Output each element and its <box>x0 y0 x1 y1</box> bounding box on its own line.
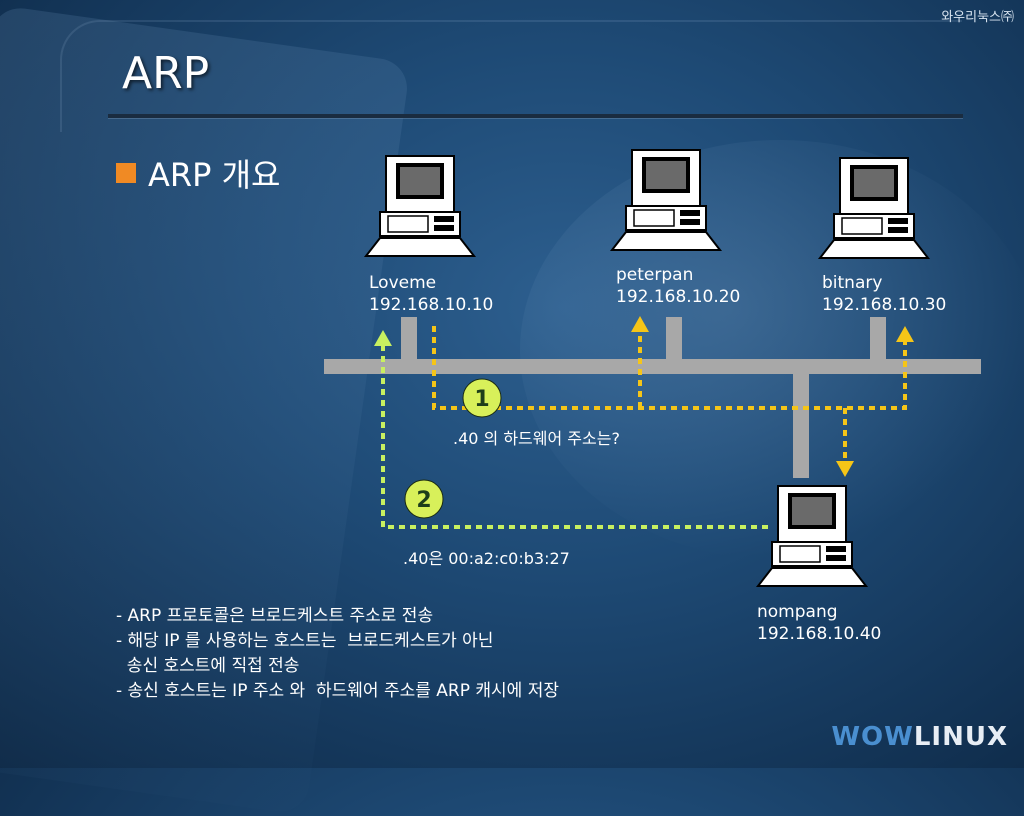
arrow-down-nompang-icon <box>836 461 854 477</box>
computer-nompang-icon <box>757 485 867 587</box>
arrow-up-peterpan-icon <box>631 316 649 332</box>
host-loveme-name: Loveme <box>369 273 437 293</box>
drop-bitnary <box>870 317 886 359</box>
host-bitnary-name: bitnary <box>822 273 883 293</box>
title-divider <box>108 114 963 118</box>
logo-part-linux: LINUX <box>913 722 1008 752</box>
slide-title: ARP <box>122 48 210 99</box>
drop-nompang <box>793 374 809 478</box>
note-line: - ARP 프로토콜은 브로드케스트 주소로 전송 <box>116 606 434 626</box>
host-nompang-ip: 192.168.10.40 <box>757 624 882 644</box>
host-bitnary-label: bitnary 192.168.10.30 <box>822 272 946 316</box>
wowlinux-logo: WOWLINUX <box>831 722 1008 752</box>
host-nompang-name: nompang <box>757 602 838 622</box>
step-2-number: 2 <box>416 488 431 513</box>
step-1-caption: .40 의 하드웨어 주소는? <box>453 429 620 448</box>
note-line: - 송신 호스트는 IP 주소 와 하드웨어 주소를 ARP 캐시에 저장 <box>116 681 559 701</box>
note-line: - 해당 IP 를 사용하는 호스트는 브로드케스트가 아닌 <box>116 631 494 651</box>
host-loveme-ip: 192.168.10.10 <box>369 295 494 315</box>
note-line: 송신 호스트에 직접 전송 <box>116 656 300 676</box>
bullet-square-icon <box>116 163 136 183</box>
host-peterpan-label: peterpan 192.168.10.20 <box>616 264 740 308</box>
computer-peterpan-icon <box>611 149 721 251</box>
step-1-badge: 1 <box>462 378 502 418</box>
notes-list: - ARP 프로토콜은 브로드케스트 주소로 전송 - 해당 IP 를 사용하는… <box>116 604 559 704</box>
host-bitnary-ip: 192.168.10.30 <box>822 295 947 315</box>
arrow-up-bitnary-icon <box>896 326 914 342</box>
arrow-up-loveme-icon <box>374 330 392 346</box>
host-peterpan-name: peterpan <box>616 265 694 285</box>
drop-peterpan <box>666 317 682 359</box>
computer-bitnary-icon <box>819 157 929 259</box>
computer-loveme-icon <box>365 155 475 257</box>
request-broadcast-path <box>432 326 907 410</box>
host-nompang-label: nompang 192.168.10.40 <box>757 601 881 645</box>
company-name: 와우리눅스㈜ <box>941 10 1014 25</box>
drop-loveme <box>401 317 417 359</box>
step-2-badge: 2 <box>404 479 444 519</box>
section-heading: ARP 개요 <box>116 150 280 196</box>
section-heading-text: ARP 개요 <box>148 156 281 194</box>
step-1-number: 1 <box>474 387 489 412</box>
host-peterpan-ip: 192.168.10.20 <box>616 287 741 307</box>
logo-part-wow: WOW <box>831 722 914 752</box>
step-2-caption: .40은 00:a2:c0:b3:27 <box>403 549 570 568</box>
host-loveme-label: Loveme 192.168.10.10 <box>369 272 493 316</box>
network-bus <box>324 359 981 374</box>
reply-path <box>381 346 768 529</box>
network-diagram: 1 2 <box>324 149 981 587</box>
